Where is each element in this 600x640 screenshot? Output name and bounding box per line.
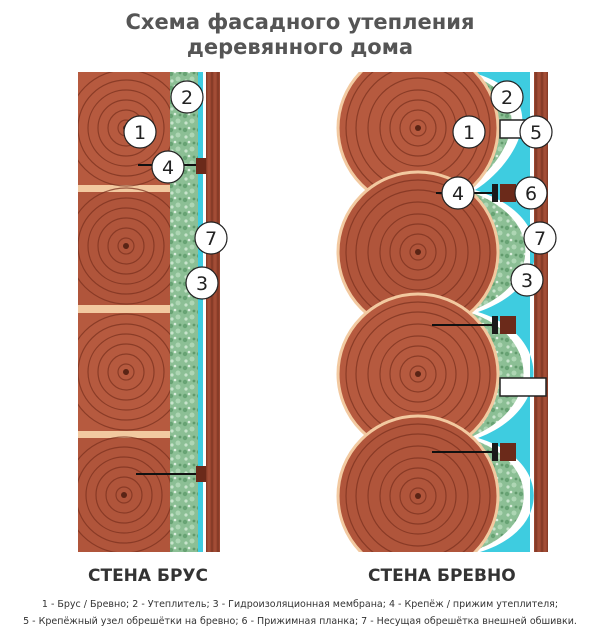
- marker-4: 4: [441, 176, 475, 210]
- legend-line-2: 5 - Крепёжный узел обрешётки на бревно; …: [23, 616, 577, 627]
- marker-1: 1: [123, 115, 157, 149]
- pressure-strip: [500, 316, 516, 334]
- markers-right: 2 1 5 4 6 7 3: [441, 80, 557, 297]
- marker-label: 5: [530, 122, 542, 144]
- insulation-layer: [170, 72, 198, 552]
- marker-label: 3: [521, 270, 533, 292]
- title-line-1: Схема фасадного утепления: [125, 10, 475, 34]
- timber-beam: [78, 436, 170, 552]
- marker-3: 3: [185, 266, 219, 300]
- log-wall-panel: [336, 72, 548, 552]
- marker-label: 7: [205, 228, 217, 250]
- pressure-strip: [500, 443, 516, 461]
- logs: [336, 72, 500, 552]
- log-cross-section: [336, 414, 500, 552]
- title-line-2: деревянного дома: [186, 35, 414, 59]
- marker-5: 5: [519, 115, 553, 149]
- log-wall-caption: СТЕНА БРЕВНО: [368, 566, 516, 586]
- marker-label: 4: [452, 183, 464, 205]
- timber-beam: [78, 187, 170, 305]
- fastener-head: [492, 316, 498, 334]
- marker-1: 1: [452, 115, 486, 149]
- marker-label: 1: [134, 122, 146, 144]
- pressure-strip: [500, 184, 516, 202]
- timber-wall-panel: [78, 72, 220, 552]
- marker-label: 1: [463, 122, 475, 144]
- marker-3: 3: [510, 263, 544, 297]
- timber-beam: [78, 313, 170, 431]
- batten-mount-block: [499, 377, 547, 397]
- page-title: Схема фасадного утепления деревянного до…: [0, 10, 600, 60]
- timber-beams: [78, 72, 170, 552]
- membrane-layer: [198, 72, 203, 552]
- markers-left: 2 1 4 7 3: [123, 80, 228, 300]
- fastener-plate: [196, 158, 206, 174]
- marker-label: 2: [181, 87, 193, 109]
- outer-batten: [206, 72, 220, 552]
- fastener-head: [492, 443, 498, 461]
- marker-6: 6: [514, 176, 548, 210]
- marker-label: 3: [196, 273, 208, 295]
- marker-2: 2: [170, 80, 204, 114]
- marker-7: 7: [194, 221, 228, 255]
- timber-wall-caption: СТЕНА БРУС: [88, 566, 208, 586]
- marker-4: 4: [151, 150, 185, 184]
- marker-label: 2: [501, 87, 513, 109]
- legend-line-1: 1 - Брус / Бревно; 2 - Утеплитель; 3 - Г…: [41, 599, 559, 610]
- marker-2: 2: [490, 80, 524, 114]
- legend: 1 - Брус / Бревно; 2 - Утеплитель; 3 - Г…: [0, 596, 600, 630]
- marker-label: 6: [525, 183, 537, 205]
- fastener-head: [492, 184, 498, 202]
- marker-label: 4: [162, 157, 174, 179]
- insulation-diagram: 2 1 4 7 3 2: [78, 72, 557, 552]
- fastener-plate: [196, 466, 206, 482]
- marker-7: 7: [523, 221, 557, 255]
- marker-label: 7: [534, 228, 546, 250]
